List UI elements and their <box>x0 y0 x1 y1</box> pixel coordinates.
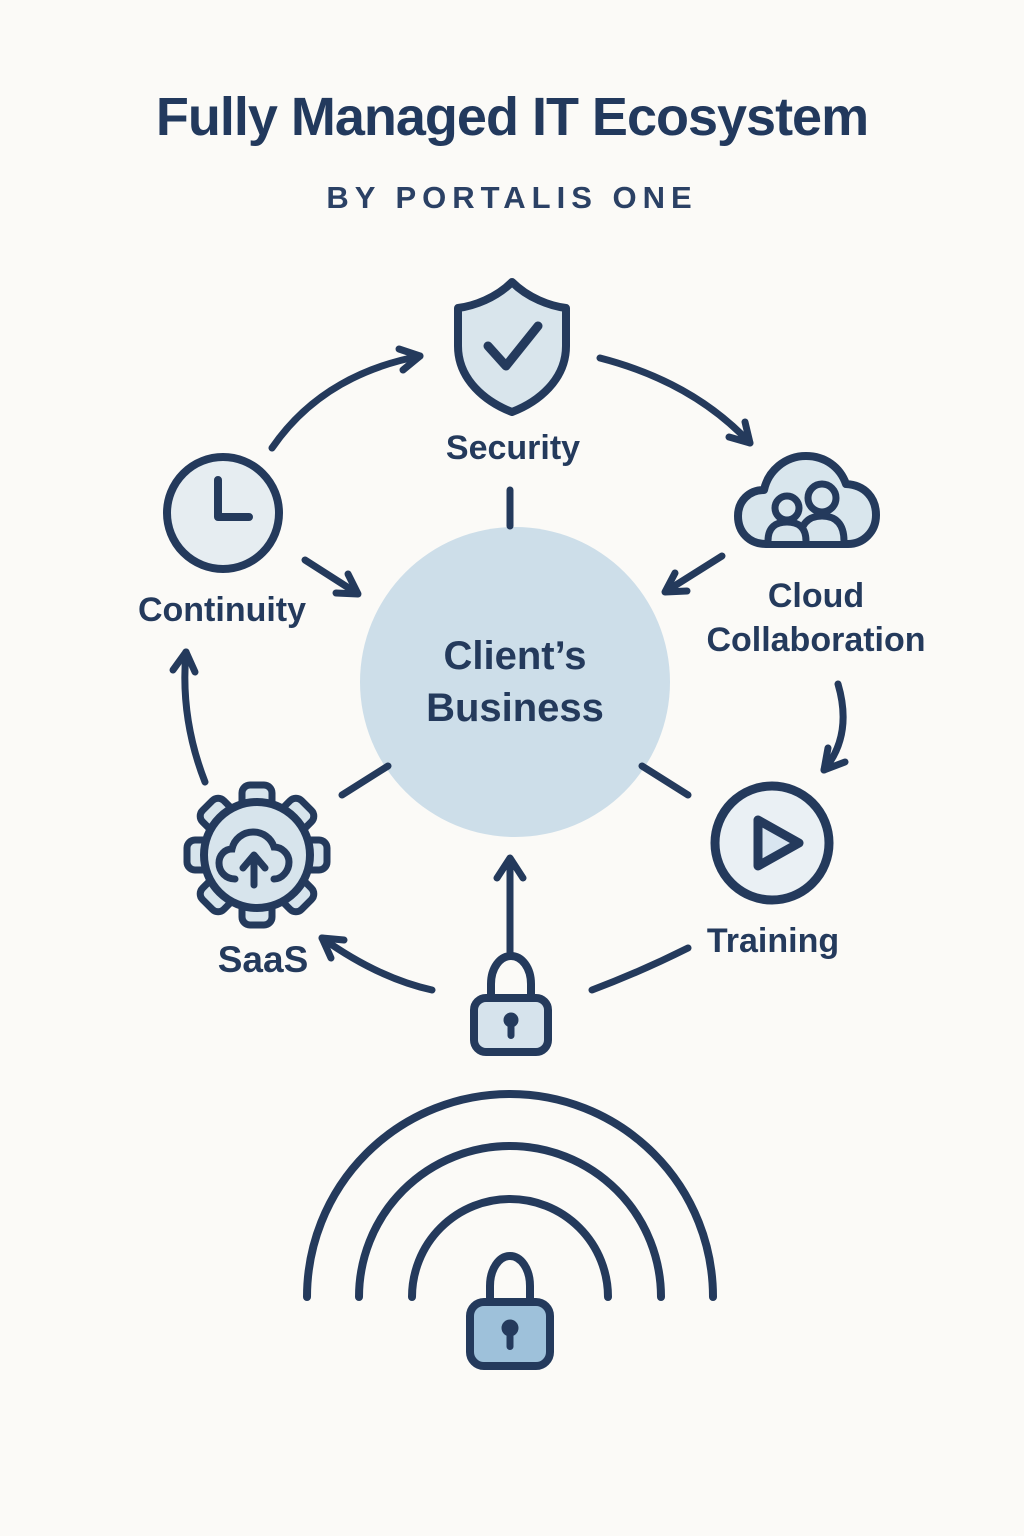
arrow-saas-to-continuity <box>169 648 209 786</box>
bottom-padlock-icon <box>466 1251 554 1370</box>
arrow-lock-to-center <box>493 854 527 956</box>
label-security: Security <box>445 428 581 467</box>
padlock-icon <box>470 951 552 1056</box>
arrow-continuity-to-center <box>301 556 362 598</box>
label-training: Training <box>706 921 840 960</box>
arrow-cloud-to-training <box>820 680 849 774</box>
arrow-continuity-to-security <box>268 345 424 452</box>
cloud-users-icon <box>734 452 880 548</box>
wifi-arc-middle <box>355 1142 665 1301</box>
page-title: Fully Managed IT Ecosystem <box>155 87 869 147</box>
center-node-label: Client’s Business <box>426 634 604 730</box>
label-continuity: Continuity <box>137 590 307 629</box>
play-circle-icon <box>710 781 834 905</box>
label-cloud-collaboration: Cloud Collaboration <box>706 576 926 659</box>
arrow-lock-to-saas <box>318 934 436 994</box>
spoke-center-to-training <box>638 762 692 799</box>
label-saas: SaaS <box>217 938 309 980</box>
arrow-security-to-cloud <box>596 354 754 447</box>
center-node-clients-business: Client’s Business <box>360 527 670 837</box>
spoke-center-to-saas <box>338 762 392 799</box>
wifi-arc-inner <box>408 1195 612 1301</box>
connector-training-to-lock <box>588 944 692 994</box>
shield-check-icon <box>454 278 570 416</box>
wifi-arc-outer <box>303 1090 717 1301</box>
clock-icon <box>163 453 283 573</box>
page-subtitle: BY PORTALIS ONE <box>326 180 698 215</box>
gear-cloud-upload-icon <box>183 781 331 929</box>
